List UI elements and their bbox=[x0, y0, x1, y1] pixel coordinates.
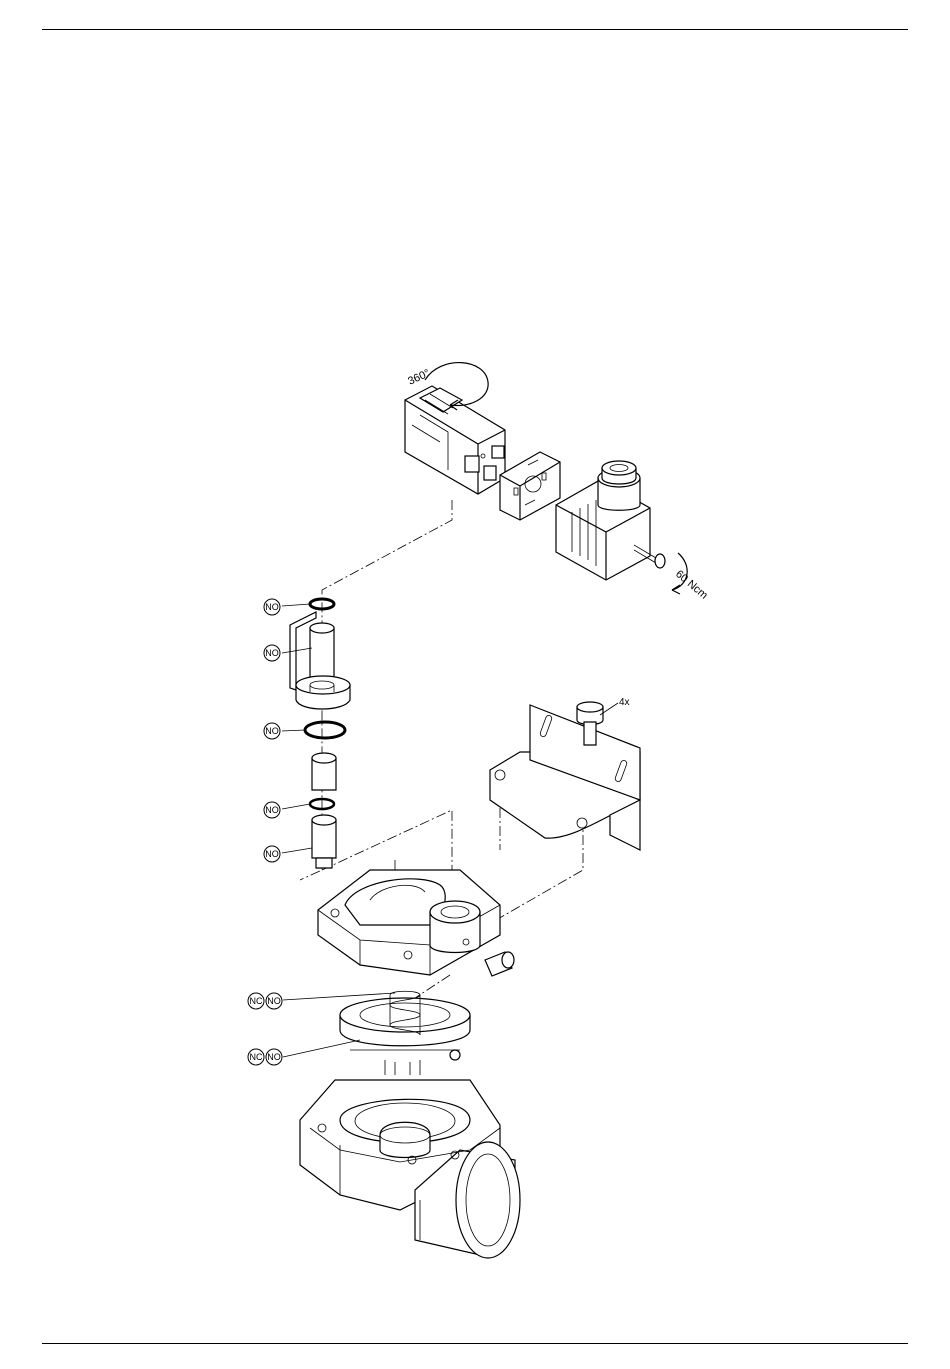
o-ring-middle bbox=[305, 722, 345, 738]
no-badge: NO bbox=[264, 802, 280, 818]
no-badge: NO bbox=[266, 993, 282, 1009]
cable-plug: 60 Ncm bbox=[556, 461, 710, 602]
valve-cover bbox=[318, 870, 514, 976]
armature-assembly bbox=[290, 599, 350, 868]
svg-text:NO: NO bbox=[265, 648, 279, 658]
svg-text:NO: NO bbox=[267, 1052, 281, 1062]
quantity-label: 4x bbox=[619, 697, 630, 708]
svg-text:NO: NO bbox=[265, 849, 279, 859]
svg-text:NO: NO bbox=[265, 726, 279, 736]
rotation-label: 360° bbox=[406, 367, 432, 387]
svg-text:NO: NO bbox=[267, 996, 281, 1006]
svg-text:NO: NO bbox=[265, 805, 279, 815]
svg-text:NC: NC bbox=[250, 1052, 263, 1062]
no-badge: NO bbox=[264, 645, 280, 661]
nc-badge: NC bbox=[248, 1049, 264, 1065]
no-badge: NO bbox=[266, 1049, 282, 1065]
torque-label: 60 Ncm bbox=[673, 568, 710, 602]
nc-badge: NC bbox=[248, 993, 264, 1009]
svg-text:NC: NC bbox=[250, 996, 263, 1006]
no-badge: NO bbox=[264, 846, 280, 862]
valve-body bbox=[300, 1080, 520, 1258]
no-badge: NO bbox=[264, 723, 280, 739]
svg-text:NO: NO bbox=[265, 602, 279, 612]
mounting-bracket: 4x bbox=[490, 697, 640, 850]
spring-diaphragm bbox=[340, 991, 470, 1075]
solenoid-coil: 360° bbox=[405, 363, 505, 494]
connector-gasket bbox=[500, 452, 560, 520]
no-badge: NO bbox=[264, 599, 280, 615]
